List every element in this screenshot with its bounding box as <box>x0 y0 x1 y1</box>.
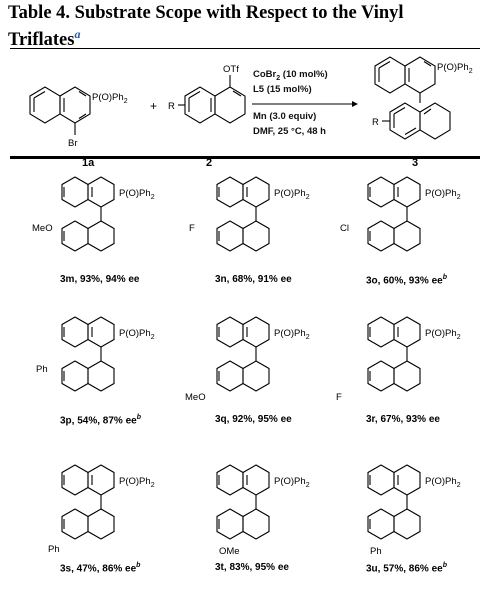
reactant-2-structure <box>178 75 246 124</box>
condition-3: Mn (3.0 equiv) <box>253 111 317 122</box>
po-label-3s: P(O)Ph2 <box>119 476 155 489</box>
caption-3r: 3r, 67%, 93% ee <box>366 414 440 425</box>
substituent-3p: Ph <box>36 364 48 375</box>
caption-3u: 3u, 57%, 86% eeb <box>366 562 447 575</box>
structure-3o <box>367 176 421 252</box>
condition-2: L5 (15 mol%) <box>253 84 312 95</box>
product-structure <box>374 56 451 140</box>
caption-3s: 3s, 47%, 86% eeb <box>60 562 141 575</box>
structure-3t <box>216 464 270 540</box>
substituent-3s: Ph <box>48 544 60 555</box>
structure-3p <box>61 316 115 392</box>
substituent-3r: F <box>336 392 342 403</box>
po-label-3n: P(O)Ph2 <box>274 188 310 201</box>
structure-3m <box>61 176 115 252</box>
caption-3m: 3m, 93%, 94% ee <box>60 274 140 285</box>
reactant-1-label: 1a <box>82 157 95 169</box>
substituent-3n: F <box>189 223 195 234</box>
reactant-1-structure <box>29 86 91 135</box>
scheme-divider <box>10 156 480 159</box>
caption-3q: 3q, 92%, 95% ee <box>215 414 292 425</box>
structure-3r <box>367 316 421 392</box>
caption-3o: 3o, 60%, 93% eeb <box>366 274 447 287</box>
structure-3s <box>61 464 115 540</box>
condition-4: DMF, 25 °C, 48 h <box>253 126 326 137</box>
reactant-2-otf-label: OTf <box>223 64 239 75</box>
reactant-1-po-label: P(O)Ph2 <box>92 92 128 105</box>
po-label-3q: P(O)Ph2 <box>274 328 310 341</box>
structure-3q <box>216 316 270 392</box>
reaction-scheme: P(O)Ph2 Br + OTf R P(O)Ph2 R 1a 2 3 <box>29 56 473 169</box>
caption-3t: 3t, 83%, 95% ee <box>215 562 289 573</box>
product-label: 3 <box>412 157 418 169</box>
substituent-3t: OMe <box>219 546 240 557</box>
plus-sign: + <box>150 99 157 113</box>
po-label-3u: P(O)Ph2 <box>425 476 461 489</box>
substituent-3m: MeO <box>32 223 53 234</box>
caption-3n: 3n, 68%, 91% ee <box>215 274 292 285</box>
po-label-3p: P(O)Ph2 <box>119 328 155 341</box>
substituent-3u: Ph <box>370 546 382 557</box>
condition-1: CoBr2 (10 mol%) <box>253 69 328 82</box>
substituent-3o: Cl <box>340 223 349 234</box>
product-r-label: R <box>372 117 379 128</box>
top-rule <box>10 48 480 49</box>
table-title: Table 4. Substrate Scope with Respect to… <box>8 3 478 51</box>
product-po-label: P(O)Ph2 <box>437 62 473 75</box>
reactant-2-label: 2 <box>206 157 212 169</box>
reaction-arrowhead <box>352 101 358 107</box>
footnote-marker: a <box>74 27 81 41</box>
po-label-3o: P(O)Ph2 <box>425 188 461 201</box>
structure-3n <box>216 176 270 252</box>
po-label-3t: P(O)Ph2 <box>274 476 310 489</box>
substituent-3q: MeO <box>185 392 206 403</box>
po-label-3m: P(O)Ph2 <box>119 188 155 201</box>
po-label-3r: P(O)Ph2 <box>425 328 461 341</box>
table-title-text: Table 4. Substrate Scope with Respect to… <box>8 3 404 51</box>
reactant-1-br-label: Br <box>68 138 78 149</box>
caption-3p: 3p, 54%, 87% eeb <box>60 414 141 427</box>
substrate-grid: P(O)Ph2MeOP(O)Ph2FP(O)Ph2ClP(O)Ph2PhP(O)… <box>32 176 461 557</box>
structure-3u <box>367 464 421 540</box>
reactant-2-r-label: R <box>168 101 175 112</box>
